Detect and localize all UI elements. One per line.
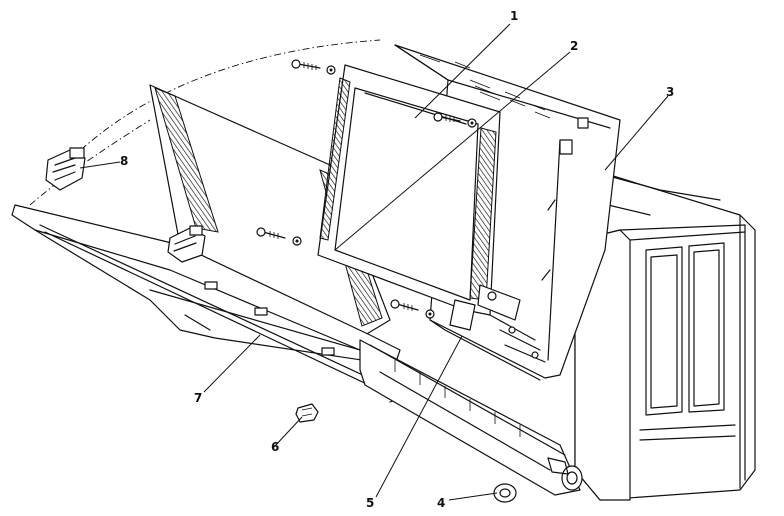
callout-8: 8 (120, 154, 128, 168)
screw-left (256, 227, 302, 246)
callout-1: 1 (510, 9, 518, 23)
screen-bezel (317, 64, 501, 316)
screw-mid (433, 112, 477, 128)
screw-top (291, 59, 336, 75)
bracket-part (45, 147, 206, 263)
callout-7: 7 (194, 391, 202, 405)
callout-6: 6 (271, 440, 279, 454)
callout-3: 3 (666, 85, 674, 99)
screw-set (256, 59, 477, 319)
callout-5: 5 (366, 496, 374, 510)
callout-labels: 1 2 3 4 5 6 7 8 (120, 9, 674, 510)
screw-bottom (390, 299, 435, 319)
hinge-bracket (449, 284, 546, 363)
callout-4: 4 (437, 496, 445, 510)
callout-2: 2 (570, 39, 578, 53)
washer-part (493, 483, 517, 503)
leader-lines (79, 23, 669, 501)
hinge-bar (359, 339, 583, 496)
